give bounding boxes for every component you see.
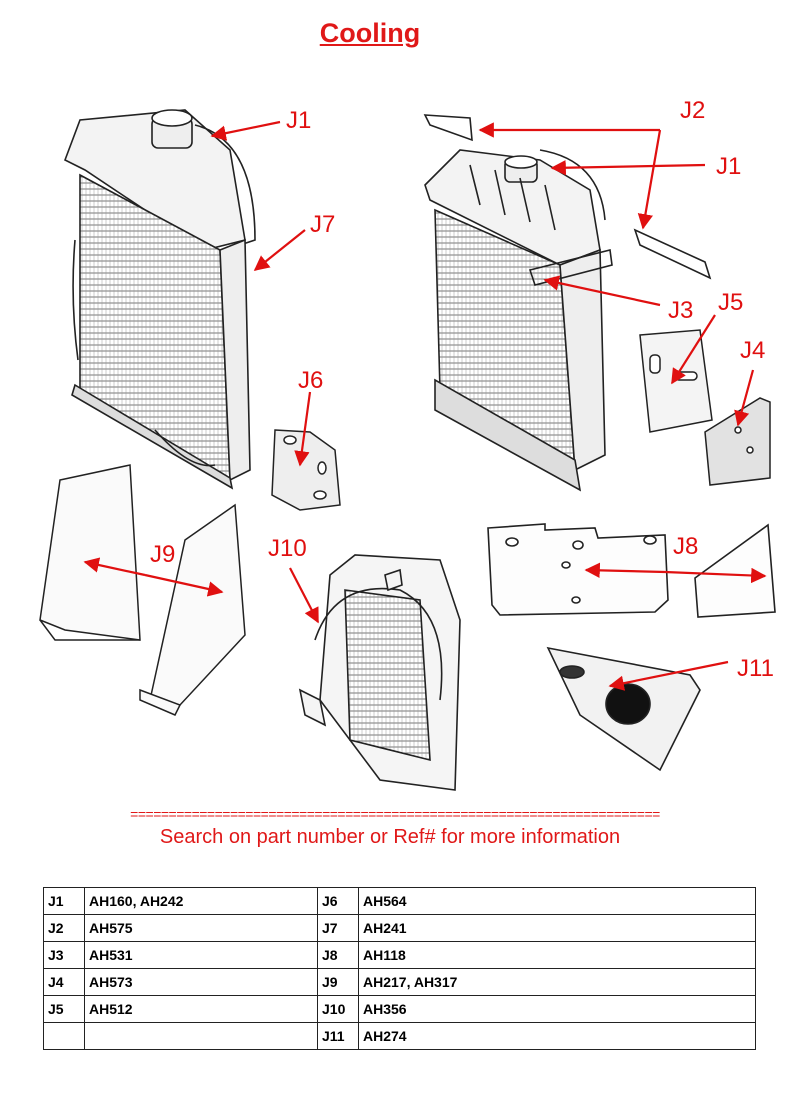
arrow-j5 (671, 314, 716, 385)
part-number-cell: AH217, AH317 (358, 968, 756, 996)
bracket-j4 (704, 397, 771, 486)
ref-cell: J2 (43, 914, 85, 942)
left-radiator (63, 109, 256, 490)
callout-j5: J5 (718, 289, 743, 316)
panel-j11 (546, 646, 701, 772)
ref-cell: J3 (43, 941, 85, 969)
ref-cell (43, 1022, 85, 1050)
bracket-j5 (639, 329, 713, 433)
cooling-parts-diagram: J1 J7 J2 J1 J3 J5 J4 J6 J9 J10 J8 J11 (39, 97, 776, 791)
callout-j8: J8 (673, 533, 698, 560)
part-number-cell: AH575 (84, 914, 318, 942)
bracket-j6 (271, 429, 341, 511)
divider-line: ========================================… (130, 806, 660, 822)
arrow-j11 (608, 660, 729, 691)
callout-arrows (83, 120, 767, 691)
callout-j2: J2 (680, 97, 705, 124)
part-number-cell: AH356 (358, 995, 756, 1023)
arrow-j7 (253, 229, 306, 271)
arrow-j1-left (210, 120, 281, 141)
table-row: J4 AH573 J9 AH217, AH317 (43, 968, 756, 996)
arrow-j2-b (637, 129, 662, 230)
arrow-j6 (294, 391, 312, 467)
callout-j1-right: J1 (716, 153, 741, 180)
arrow-j9-right (144, 573, 224, 597)
table-row: J5 AH512 J10 AH356 (43, 995, 756, 1023)
ref-cell: J10 (317, 995, 359, 1023)
table-row: J2 AH575 J7 AH241 (43, 914, 756, 942)
fan-cowl-j10 (298, 554, 461, 791)
arrow-j3 (543, 275, 661, 307)
ref-cell: J1 (43, 887, 85, 915)
part-number-cell: AH512 (84, 995, 318, 1023)
ref-cell: J5 (43, 995, 85, 1023)
panel-j8 (487, 523, 776, 618)
arrow-j8-right (664, 567, 767, 584)
right-radiator (423, 114, 712, 492)
parts-table: J1 AH160, AH242 J6 AH564 J2 AH575 J7 AH2… (43, 887, 756, 1050)
callout-j10: J10 (268, 535, 307, 562)
part-number-cell (84, 1022, 318, 1050)
table-row: J1 AH160, AH242 J6 AH564 (43, 887, 756, 915)
part-number-cell: AH531 (84, 941, 318, 969)
table-row: J3 AH531 J8 AH118 (43, 941, 756, 969)
ref-cell: J6 (317, 887, 359, 915)
part-number-cell: AH118 (358, 941, 756, 969)
part-number-cell: AH160, AH242 (84, 887, 318, 915)
callout-j1-left: J1 (286, 107, 311, 134)
arrow-j9-left (83, 557, 146, 577)
arrow-j4 (734, 369, 755, 427)
callout-j7: J7 (310, 211, 335, 238)
callout-j11: J11 (737, 655, 774, 682)
arrow-j1-right (550, 160, 706, 176)
ref-cell: J4 (43, 968, 85, 996)
part-number-cell: AH241 (358, 914, 756, 942)
ref-cell: J8 (317, 941, 359, 969)
part-number-cell: AH564 (358, 887, 756, 915)
callout-j9: J9 (150, 541, 175, 568)
callout-j3: J3 (668, 297, 693, 324)
ref-cell: J7 (317, 914, 359, 942)
callout-j6: J6 (298, 367, 323, 394)
part-number-cell: AH573 (84, 968, 318, 996)
table-row: J11 AH274 (43, 1022, 756, 1050)
callout-j4: J4 (740, 337, 765, 364)
page-title: Cooling (319, 18, 421, 48)
baffle-plates-j9 (39, 464, 246, 716)
search-note: Search on part number or Ref# for more i… (159, 826, 621, 848)
ref-cell: J11 (317, 1022, 359, 1050)
ref-cell: J9 (317, 968, 359, 996)
arrow-j10 (289, 567, 319, 624)
arrow-j8-left (584, 562, 666, 579)
part-number-cell: AH274 (358, 1022, 756, 1050)
